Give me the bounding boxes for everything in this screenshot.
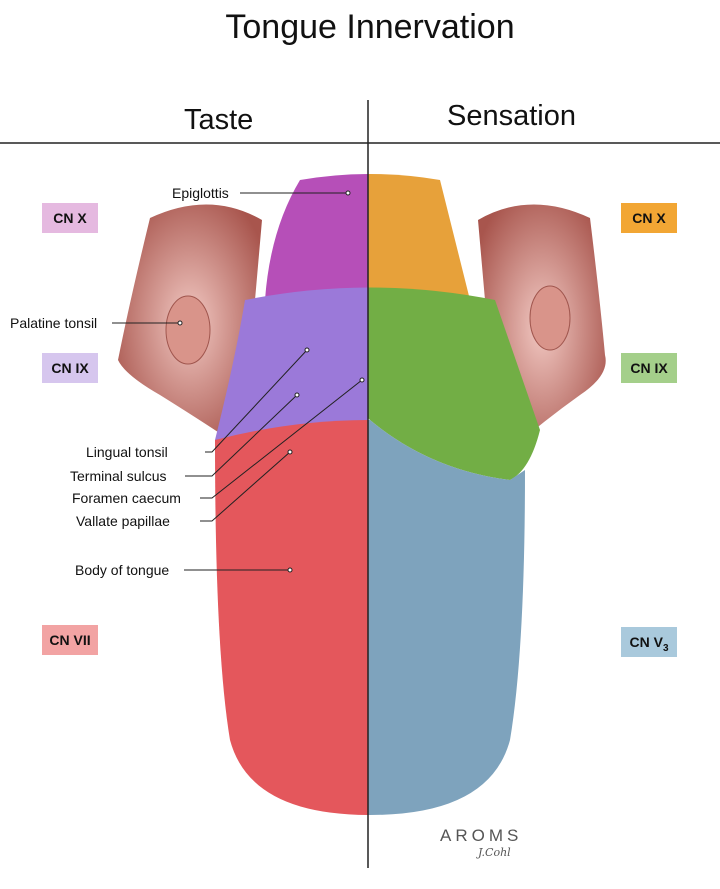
aroms-logo: AROMS	[440, 826, 523, 845]
left-palatine-tonsil	[165, 295, 211, 365]
box-right-cn-x: CN X	[621, 203, 677, 233]
column-header-taste: Taste	[184, 104, 254, 136]
label-lingual-tonsil: Lingual tonsil	[86, 444, 168, 460]
box-left-cn-vii: CN VII	[42, 625, 98, 655]
epiglottis-region-cn-x-sensation	[368, 174, 470, 300]
box-right-cn-ix: CN IX	[621, 353, 677, 383]
box-left-cn-ix: CN IX	[42, 353, 98, 383]
anterior-two-thirds-cn-v3	[368, 420, 525, 815]
page-title: Tongue Innervation	[225, 8, 515, 46]
label-palatine-tonsil: Palatine tonsil	[10, 315, 98, 331]
label-vallate-papillae: Vallate papillae	[76, 513, 170, 529]
leader-lines	[112, 190, 365, 573]
right-palatine-tonsil	[529, 285, 571, 351]
column-header-sensation: Sensation	[447, 100, 576, 132]
epiglottis-region-cn-x	[265, 174, 368, 300]
posterior-third-cn-ix-sensation	[368, 287, 540, 480]
label-terminal-sulcus: Terminal sulcus	[70, 468, 167, 484]
cn-v-subscript: 3	[662, 642, 669, 654]
label-body-of-tongue: Body of tongue	[75, 562, 170, 578]
box-left-cn-x: CN X	[42, 203, 98, 233]
artist-signature: J.Cohl	[478, 846, 511, 859]
anterior-two-thirds-cn-vii	[215, 420, 368, 815]
box-right-cn-v3: CN V3	[621, 627, 677, 657]
cn-v-label: CN V	[629, 634, 663, 650]
posterior-third-cn-ix	[215, 287, 368, 458]
label-epiglottis: Epiglottis	[172, 185, 229, 201]
label-foramen-caecum: Foramen caecum	[72, 490, 181, 506]
